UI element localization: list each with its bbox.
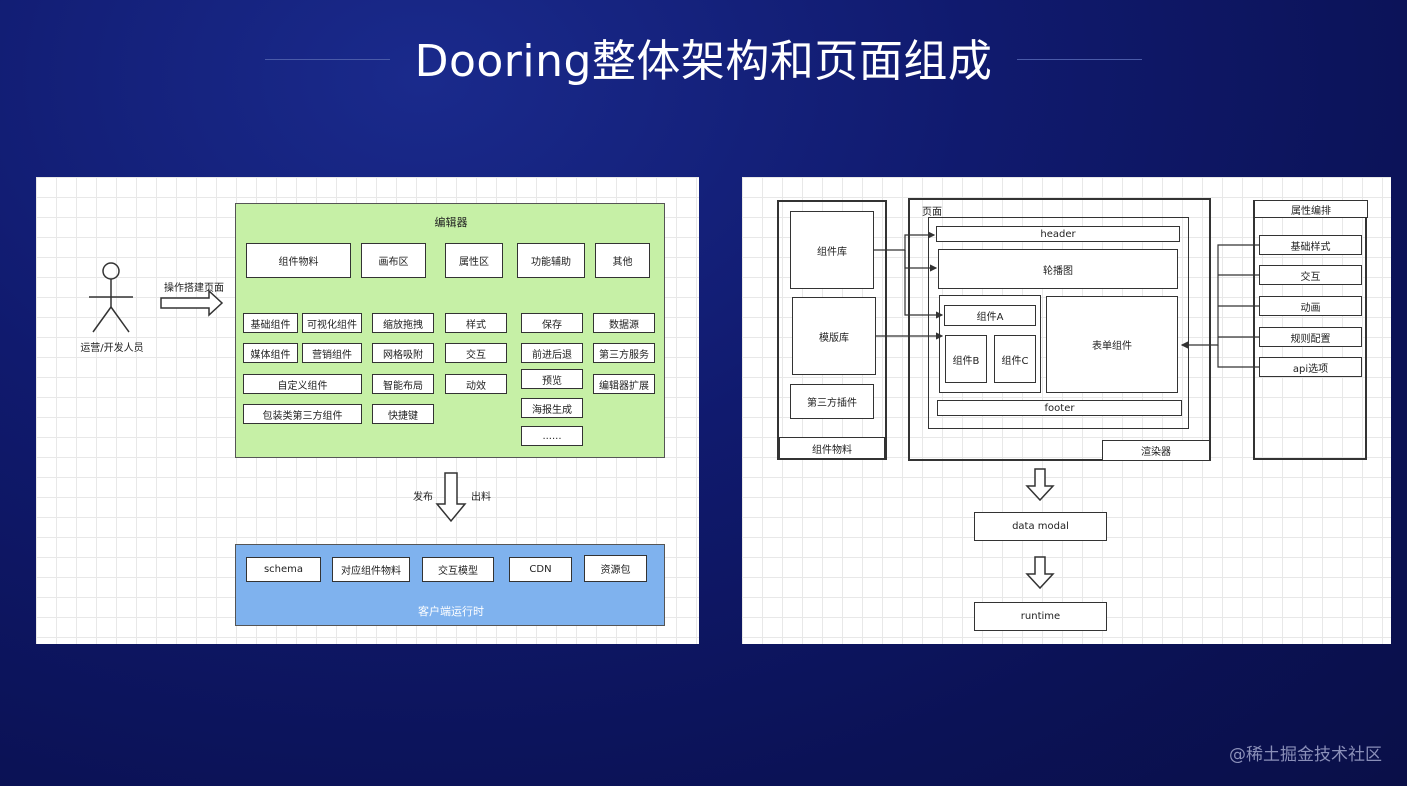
- category-properties: 属性区: [445, 243, 503, 278]
- page-component-a: 组件A: [944, 305, 1036, 326]
- lib-component: 组件库: [790, 211, 874, 289]
- arrow-down-icon: [435, 472, 467, 523]
- arrow-right-icon: [160, 289, 224, 317]
- item-save: 保存: [521, 313, 583, 333]
- prop-rules: 规则配置: [1259, 327, 1362, 347]
- category-auxiliary: 功能辅助: [517, 243, 585, 278]
- runtime-cdn: CDN: [509, 557, 572, 582]
- item-animation: 动效: [445, 374, 507, 394]
- arrow-down-icon: [1025, 468, 1055, 502]
- arrow-down-icon-2: [1025, 556, 1055, 590]
- runtime-materials: 对应组件物料: [332, 557, 410, 582]
- item-more: ......: [521, 426, 583, 446]
- prop-api: api选项: [1259, 357, 1362, 377]
- item-preview: 预览: [521, 369, 583, 389]
- prop-interaction: 交互: [1259, 265, 1362, 285]
- page-footer: footer: [937, 400, 1182, 416]
- lib-title: 组件物料: [779, 437, 885, 459]
- runtime-box-right: runtime: [974, 602, 1107, 631]
- page-title-label: 页面: [922, 207, 942, 218]
- title-divider-right: [1017, 59, 1142, 60]
- item-editor-extension: 编辑器扩展: [593, 374, 655, 394]
- category-materials: 组件物料: [246, 243, 351, 278]
- lib-plugin: 第三方插件: [790, 384, 874, 419]
- prop-animation: 动画: [1259, 296, 1362, 316]
- editor-title: 编辑器: [434, 216, 468, 229]
- runtime-interaction-model: 交互模型: [422, 557, 494, 582]
- title-bar: Dooring整体架构和页面组成: [0, 30, 1407, 94]
- lib-template: 模版库: [792, 297, 876, 375]
- page-header: header: [936, 226, 1180, 242]
- item-interaction: 交互: [445, 343, 507, 363]
- page-composition-diagram: 组件库 模版库 第三方插件 组件物料 页面 header 轮播图 组件A 组件B…: [742, 177, 1391, 644]
- props-title: 属性编排: [1254, 200, 1368, 218]
- item-zoom-drag: 缩放拖拽: [372, 313, 434, 333]
- item-poster: 海报生成: [521, 398, 583, 418]
- data-modal-box: data modal: [974, 512, 1107, 541]
- item-grid-snap: 网格吸附: [372, 343, 434, 363]
- page-component-c: 组件C: [994, 335, 1036, 383]
- item-custom-components: 自定义组件: [243, 374, 362, 394]
- page-title: Dooring整体架构和页面组成: [414, 36, 993, 87]
- item-datasource: 数据源: [593, 313, 655, 333]
- runtime-title: 客户端运行时: [418, 605, 484, 618]
- prop-basic-style: 基础样式: [1259, 235, 1362, 255]
- watermark: @稀土掘金技术社区: [1229, 745, 1382, 765]
- item-style: 样式: [445, 313, 507, 333]
- item-smart-layout: 智能布局: [372, 374, 434, 394]
- actor-label: 运营/开发人员: [80, 343, 144, 354]
- title-divider-left: [265, 59, 390, 60]
- item-basic-components: 基础组件: [243, 313, 298, 333]
- runtime-schema: schema: [246, 557, 321, 582]
- category-other: 其他: [595, 243, 650, 278]
- item-undo-redo: 前进后退: [521, 343, 583, 363]
- architecture-diagram: 运营/开发人员 操作搭建页面 编辑器 组件物料 画布区 属性区 功能辅助 其他 …: [36, 177, 699, 644]
- category-canvas: 画布区: [361, 243, 426, 278]
- item-shortcuts: 快捷键: [372, 404, 434, 424]
- item-media-components: 媒体组件: [243, 343, 298, 363]
- page-carousel: 轮播图: [938, 249, 1178, 289]
- runtime-resource-pack: 资源包: [584, 555, 647, 582]
- library-frame: [777, 200, 887, 460]
- actor-icon: [89, 262, 133, 333]
- arrow-label: 操作搭建页面: [164, 283, 224, 294]
- item-visual-components: 可视化组件: [302, 313, 362, 333]
- output-label: 出料: [471, 492, 491, 503]
- publish-label: 发布: [413, 492, 433, 503]
- page-form-component: 表单组件: [1046, 296, 1178, 393]
- item-marketing-components: 营销组件: [302, 343, 362, 363]
- item-thirdparty-service: 第三方服务: [593, 343, 655, 363]
- item-thirdparty-components: 包装类第三方组件: [243, 404, 362, 424]
- renderer-label: 渲染器: [1102, 440, 1210, 461]
- page-component-b: 组件B: [945, 335, 987, 383]
